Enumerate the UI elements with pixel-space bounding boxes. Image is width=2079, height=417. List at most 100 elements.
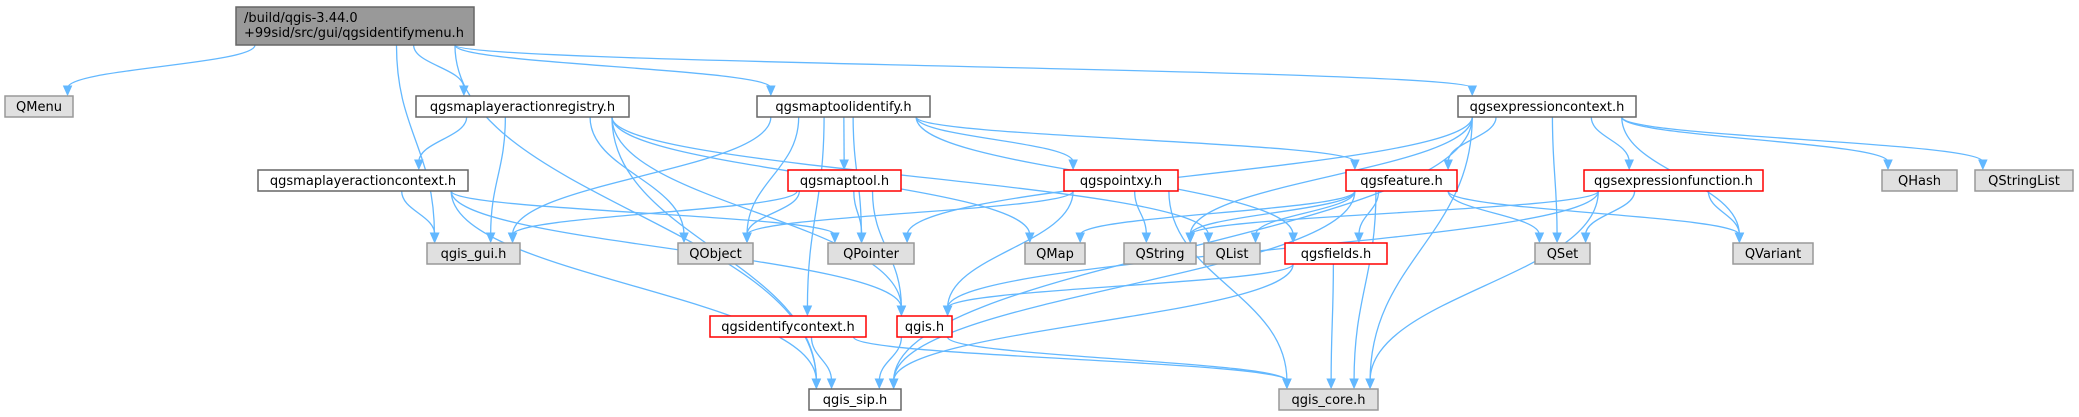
node-qobject[interactable]: QObject [677,242,754,265]
node-maptool[interactable]: qgsmaptool.h [787,169,902,192]
node-qstringlist[interactable]: QStringList [1974,169,2074,192]
node-qgis[interactable]: qgis.h [896,315,953,338]
arrowhead [1443,159,1453,171]
node-box [1583,169,1764,192]
edge-fields-to-qgiscore [1326,263,1336,390]
edge-root-to-maptoolid [454,44,776,97]
node-label: QPointer [843,247,900,262]
edge-line [589,116,685,236]
node-box [1123,242,1197,265]
edge-exprctx-to-qpointer [902,116,1473,244]
edge-line [806,116,825,309]
edge-registry-to-actionctx [414,116,468,171]
node-qhash[interactable]: QHash [1881,169,1958,192]
arrowhead [1978,159,1988,171]
edge-line [892,263,1294,382]
edge-feature-to-fields [1354,190,1380,244]
edge-root-to-exprctx [454,44,1478,97]
node-qgisgui[interactable]: qgis_gui.h [426,242,521,265]
edge-line [1189,190,1599,236]
node-feature[interactable]: qgsfeature.h [1345,169,1458,192]
edge-line [746,190,1074,236]
arrowhead [1365,378,1375,390]
edge-line [1551,116,1558,236]
edge-line [401,190,436,236]
node-fields[interactable]: qgsfields.h [1284,242,1388,265]
arrowhead [62,85,73,97]
node-exprfunc[interactable]: qgsexpressionfunction.h [1583,169,1764,192]
node-qmenu[interactable]: QMenu [4,95,74,118]
node-actionctx[interactable]: qgsmaplayeractioncontext.h [257,169,469,192]
node-qgiscore[interactable]: qgis_core.h [1278,388,1379,411]
edge-line [746,116,800,236]
edge-line [450,190,903,309]
edge-feature-to-qvariant [1447,190,1745,244]
edge-registry-to-qlist [611,116,1214,244]
node-qpointer[interactable]: QPointer [827,242,915,265]
node-box [1457,95,1637,118]
edge-line [946,336,1288,382]
edge-pointxy-to-qstring [1134,190,1152,244]
node-label: QString [1135,247,1184,262]
edge-exprctx-to-qset [1551,116,1562,244]
node-qstring[interactable]: QString [1123,242,1197,265]
edge-line [1621,116,1889,163]
arrowhead [1552,232,1562,244]
edge-actionctx-to-qgissip [450,190,822,390]
edge-line [1358,190,1380,236]
edge-line [946,190,1074,309]
edge-line [395,44,436,236]
edge-line [418,116,468,163]
node-label-line: +99sid/src/gui/qgsidentifymenu.h [244,26,464,41]
edge-maptoolid-to-pointxy [915,116,1078,171]
node-registry[interactable]: qgsmaplayeractionregistry.h [415,95,630,118]
node-box [709,315,867,338]
edge-qgis-to-qgiscore [946,336,1292,390]
node-box [1278,388,1379,411]
arrowhead [1354,232,1364,244]
edge-line [1189,116,1473,236]
edge-feature-to-qmap [1075,190,1356,244]
node-exprctx[interactable]: qgsexpressioncontext.h [1457,95,1637,118]
node-box [415,95,630,118]
node-label: qgsmaplayeractionregistry.h [430,100,615,115]
edge-layer [62,44,1988,390]
arrowhead [1203,232,1214,244]
node-label: QMap [1036,247,1074,262]
node-label: QMenu [16,100,62,115]
node-qvariant[interactable]: QVariant [1732,242,1814,265]
arrowhead [1467,85,1478,97]
edge-actionctx-to-qgisgui [401,190,440,244]
node-box [1024,242,1086,265]
edge-qgis-to-qgissip [874,336,903,390]
edge-exprfunc-to-qset [1580,190,1636,244]
node-box [257,169,469,192]
node-qlist[interactable]: QList [1203,242,1261,265]
edge-line [946,190,1599,309]
node-pointxy[interactable]: qgspointxy.h [1063,169,1179,192]
node-label: qgis.h [905,320,944,335]
node-label: QStringList [1988,174,2060,189]
arrowhead [942,305,953,317]
node-qset[interactable]: QSet [1534,242,1591,265]
arrowhead [888,378,899,390]
edge-line [412,44,465,89]
edge-line [511,190,798,236]
node-label: qgis_sip.h [823,393,887,408]
edge-maptoolid-to-feature [915,116,1360,171]
node-box [1974,169,2074,192]
node-qgissip[interactable]: qgis_sip.h [808,388,902,411]
edge-exprctx-to-qstringlist [1621,116,1988,171]
node-identctx[interactable]: qgsidentifycontext.h [709,315,867,338]
node-box [1881,169,1958,192]
edge-line [1447,190,1541,236]
edge-line [1447,190,1741,236]
node-root[interactable]: /build/qgis-3.44.0+99sid/src/gui/qgsiden… [235,6,475,46]
node-qmap[interactable]: QMap [1024,242,1086,265]
edge-line [1707,190,1741,236]
arrowhead [1288,232,1298,244]
edge-maptool-to-qgisgui [507,190,798,244]
node-maptoolid[interactable]: qgsmaptoolidentify.h [756,95,931,118]
arrowhead [902,232,912,244]
edge-line [1590,116,1630,163]
